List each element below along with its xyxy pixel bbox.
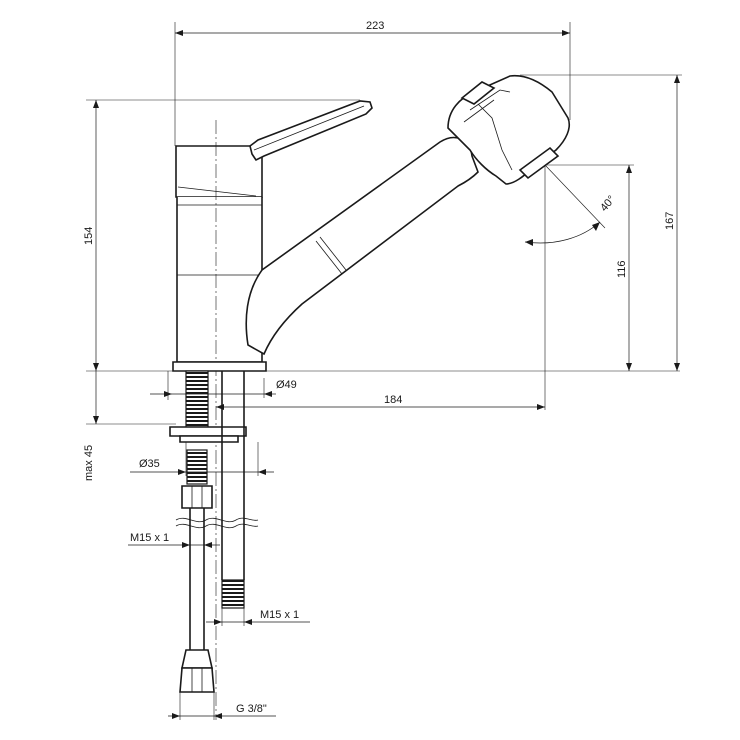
dim-body-diameter: Ø49 — [276, 379, 297, 391]
dim-height-outlet: 116 — [616, 260, 628, 278]
dim-shank-diameter: Ø35 — [139, 458, 160, 470]
faucet-body — [172, 100, 373, 720]
pull-out-spout — [245, 74, 571, 356]
dim-reach: 184 — [384, 394, 402, 406]
dim-max-deck: max 45 — [83, 445, 95, 481]
mounting-assembly — [169, 370, 259, 693]
dim-thread-left: M15 x 1 — [130, 532, 169, 544]
dimension-lines — [86, 22, 682, 720]
dim-height-lever: 154 — [83, 227, 95, 245]
dim-connection: G 3/8" — [236, 703, 267, 715]
dim-overall-width: 223 — [366, 20, 384, 32]
dim-height-spout: 167 — [664, 212, 676, 230]
dim-spray-angle: 40° — [598, 193, 618, 213]
dim-thread-right: M15 x 1 — [260, 609, 299, 621]
